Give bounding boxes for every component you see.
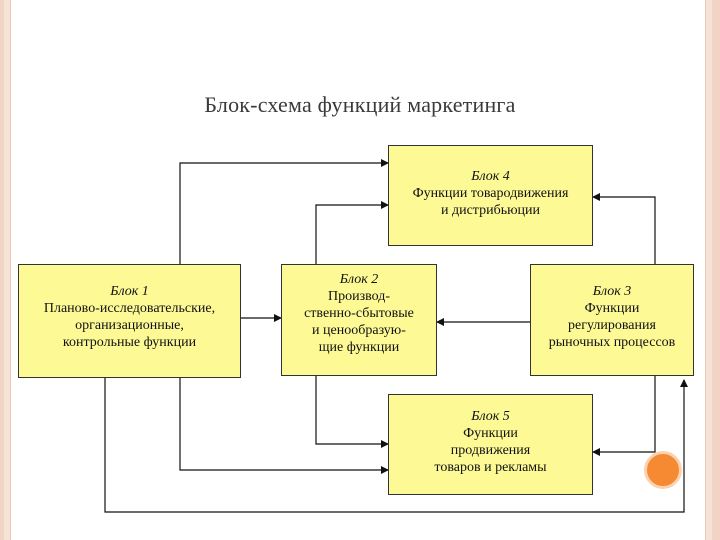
arrow-outer-loop-to-block3	[104, 378, 688, 513]
arrow-block2-to-block5	[315, 376, 389, 448]
block-4-text-line: и дистрибьюции	[440, 203, 541, 218]
block-2-text-line: ственно-сбытовые	[304, 306, 414, 321]
arrow-block1-to-block4	[179, 159, 389, 264]
block-3-text-line: рыночных процессов	[548, 335, 676, 350]
block-3: Блок 3 Функции регулирования рыночных пр…	[530, 264, 694, 376]
block-3-heading: Блок 3	[592, 284, 632, 299]
block-5-text-line: продвижения	[450, 443, 531, 458]
block-5: Блок 5 Функции продвижения товаров и рек…	[388, 394, 593, 495]
block-2-heading: Блок 2	[339, 272, 379, 287]
block-1: Блок 1 Планово-исследовательские, органи…	[18, 264, 241, 378]
block-1-text-line: Планово-исследовательские,	[43, 301, 216, 316]
arrow-block2-to-block4	[315, 201, 389, 264]
arrow-right-to-block4	[592, 193, 656, 264]
block-2-text-line: и ценообразую-	[312, 323, 406, 338]
block-2: Блок 2 Производ- ственно-сбытовые и цено…	[281, 264, 437, 376]
block-4-text-line: Функции товародвижения	[412, 186, 569, 201]
block-2-text-line: Производ-	[327, 289, 391, 304]
slide-title: Блок-схема функций маркетинга	[204, 92, 516, 117]
block-5-text-line: Функции	[463, 426, 518, 441]
arrow-block1-to-block5	[179, 378, 389, 474]
block-4-heading: Блок 4	[471, 169, 510, 184]
arrow-right-to-block5	[592, 375, 656, 456]
block-2-text-line: щие функции	[318, 340, 400, 355]
left-decor-stripe	[0, 0, 4, 540]
right-decor-stripe	[712, 0, 720, 540]
block-5-text-line: товаров и рекламы	[434, 460, 547, 475]
block-4: Блок 4 Функции товародвижения и дистрибь…	[388, 145, 593, 246]
block-3-text-line: Функции	[584, 301, 640, 316]
block-1-text-line: организационные,	[75, 318, 184, 333]
decorative-orange-circle	[644, 451, 682, 489]
block-1-text-line: контрольные функции	[62, 335, 197, 350]
block-3-text-line: регулирования	[568, 318, 656, 333]
block-5-heading: Блок 5	[471, 409, 510, 424]
block-1-heading: Блок 1	[110, 284, 149, 299]
